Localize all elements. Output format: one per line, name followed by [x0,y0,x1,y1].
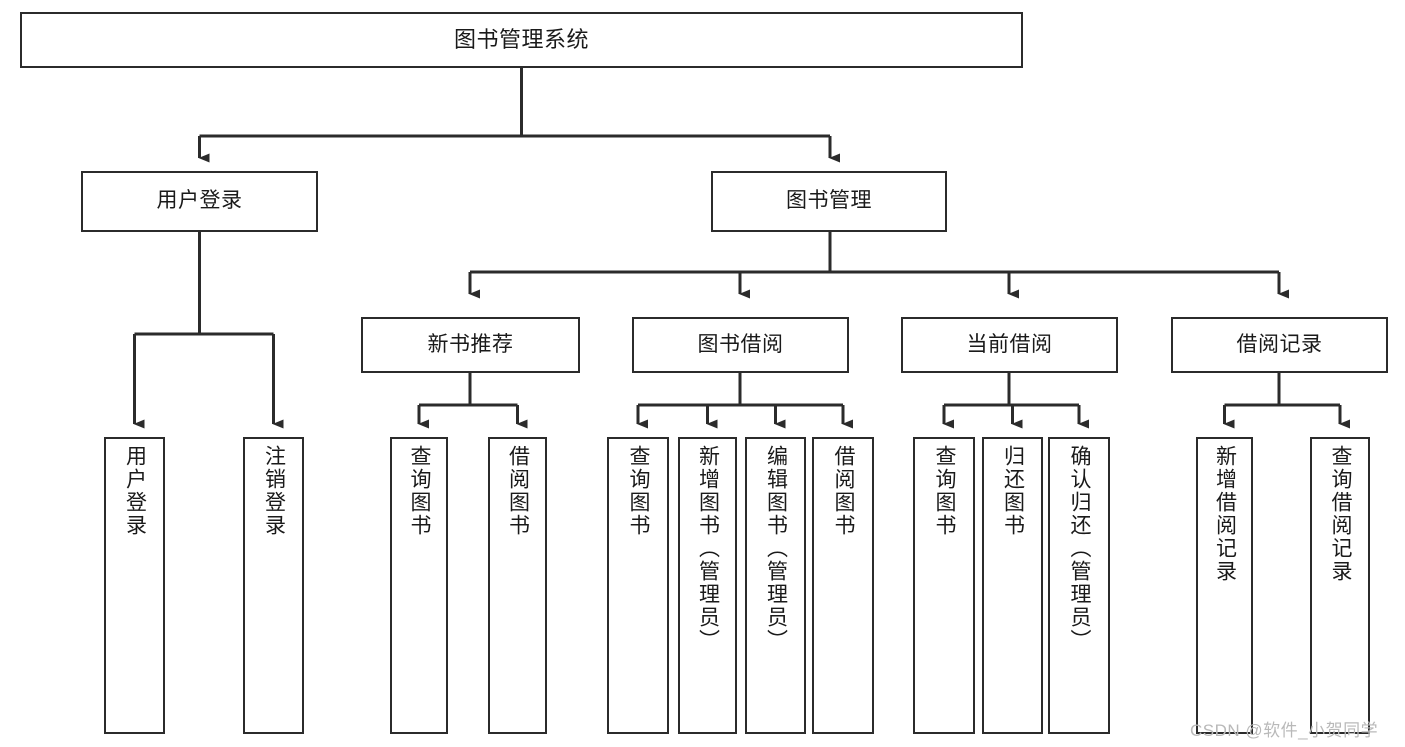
leaf-query-borrow-record[interactable]: 查询借阅记录 [1310,437,1370,734]
leaf-edit-book-admin-label: 编辑图书（管理员） [764,445,788,652]
leaf-user-login[interactable]: 用户登录 [104,437,165,734]
leaf-query-book-current[interactable]: 查询图书 [913,437,975,734]
node-book-management-label: 图书管理 [786,189,872,213]
leaf-query-book-newbook-label: 查询图书 [408,445,432,537]
csdn-watermark: CSDN @软件_小贺同学 [1190,721,1379,740]
node-user-login[interactable]: 用户登录 [81,171,318,232]
leaf-return-book[interactable]: 归还图书 [982,437,1043,734]
leaf-query-book-borrow[interactable]: 查询图书 [607,437,669,734]
node-root-label: 图书管理系统 [453,27,589,53]
leaf-add-book-admin-label: 新增图书（管理员） [696,445,720,652]
node-new-book-recommend[interactable]: 新书推荐 [361,317,580,373]
leaf-logout-label: 注销登录 [262,445,286,537]
leaf-query-book-current-label: 查询图书 [933,445,957,537]
leaf-user-login-label: 用户登录 [123,445,147,537]
leaf-confirm-return-admin-label: 确认归还（管理员） [1068,445,1092,652]
node-book-borrow[interactable]: 图书借阅 [632,317,849,373]
node-new-book-recommend-label: 新书推荐 [427,332,514,356]
leaf-borrow-book[interactable]: 借阅图书 [812,437,874,734]
node-borrow-record[interactable]: 借阅记录 [1171,317,1388,373]
leaf-borrow-book-newbook[interactable]: 借阅图书 [488,437,547,734]
node-user-login-label: 用户登录 [156,189,243,213]
node-borrow-record-label: 借阅记录 [1236,332,1323,356]
leaf-query-book-borrow-label: 查询图书 [627,445,651,537]
node-book-borrow-label: 图书借阅 [697,332,784,356]
leaf-edit-book-admin[interactable]: 编辑图书（管理员） [745,437,806,734]
leaf-logout[interactable]: 注销登录 [243,437,304,734]
node-root[interactable]: 图书管理系统 [20,12,1023,68]
leaf-query-borrow-record-label: 查询借阅记录 [1329,445,1353,583]
leaf-confirm-return-admin[interactable]: 确认归还（管理员） [1048,437,1110,734]
leaf-return-book-label: 归还图书 [1001,445,1025,537]
leaf-add-borrow-record[interactable]: 新增借阅记录 [1196,437,1253,734]
node-book-management[interactable]: 图书管理 [711,171,947,232]
leaf-borrow-book-newbook-label: 借阅图书 [506,445,530,537]
node-current-borrow[interactable]: 当前借阅 [901,317,1118,373]
leaf-query-book-newbook[interactable]: 查询图书 [390,437,448,734]
leaf-add-borrow-record-label: 新增借阅记录 [1213,445,1237,583]
leaf-borrow-book-label: 借阅图书 [832,445,856,537]
leaf-add-book-admin[interactable]: 新增图书（管理员） [678,437,737,734]
node-current-borrow-label: 当前借阅 [966,332,1053,356]
